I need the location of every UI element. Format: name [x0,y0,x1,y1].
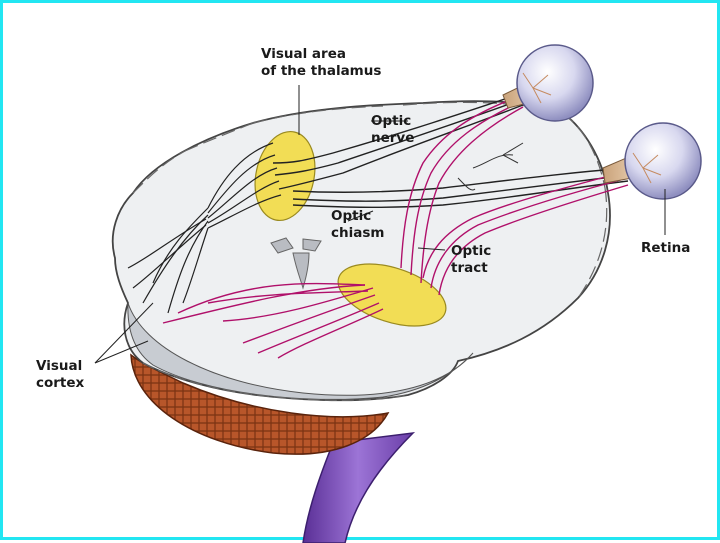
label-optic-nerve: Optic nerve [371,113,414,147]
label-optic-chiasm-line1: Optic [331,208,372,224]
label-optic-nerve-line2: nerve [371,130,415,146]
label-retina-text: Retina [641,240,691,256]
label-optic-chiasm-line2: chiasm [331,225,385,241]
label-visual-cortex-line1: Visual [36,358,83,374]
geniculate-area [337,263,447,327]
brain-diagram [94,44,702,543]
eye-lower [624,122,702,200]
label-thalamus-line2: of the thalamus [261,63,382,79]
label-visual-cortex-line2: cortex [36,375,85,391]
eye-upper [516,44,594,122]
ventricle [270,237,294,254]
cerebellum [130,353,390,455]
label-optic-nerve-line1: Optic [371,113,412,129]
optic-nerves [272,92,629,208]
label-visual-cortex: Visual cortex [36,358,84,392]
label-optic-tract-line2: tract [451,260,488,276]
optic-tract [162,94,629,359]
label-thalamus-line1: Visual area [261,46,346,62]
label-optic-chiasm: Optic chiasm [331,208,384,242]
label-thalamus: Visual area of the thalamus [261,46,381,80]
label-retina: Retina [641,240,690,257]
label-optic-tract-line1: Optic [451,243,492,259]
brain-slice [111,100,611,402]
label-optic-tract: Optic tract [451,243,491,277]
leader-lines [94,85,666,364]
radiations [127,142,282,314]
